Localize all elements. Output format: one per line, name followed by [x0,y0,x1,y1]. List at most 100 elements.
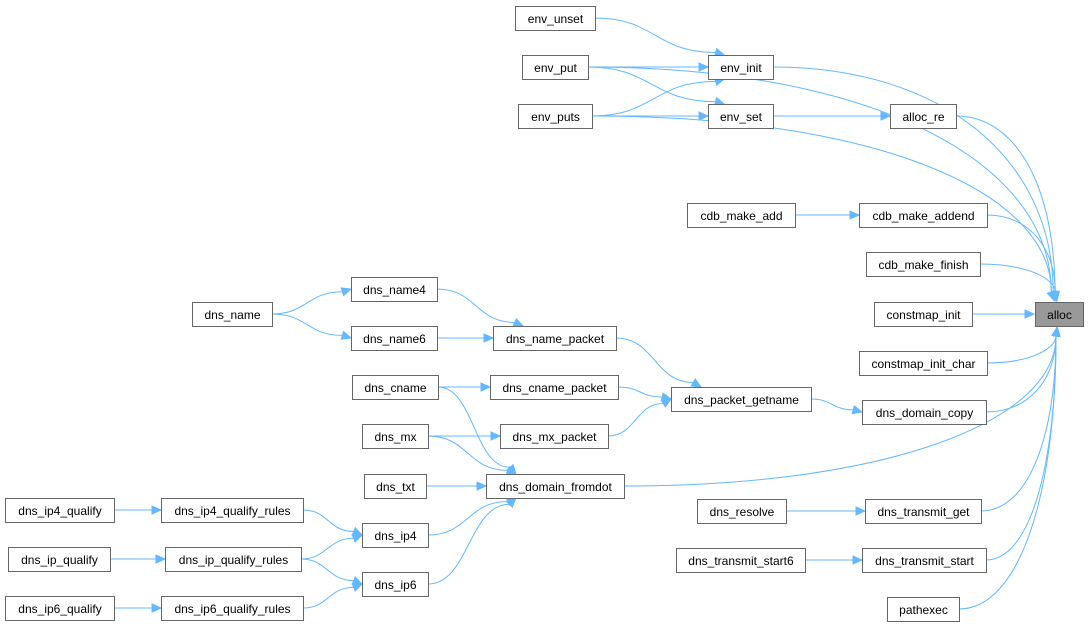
node-cdb-make-add[interactable]: cdb_make_add [687,203,796,228]
node-dns-domain-fromdot[interactable]: dns_domain_fromdot [486,474,625,499]
node-box [192,302,273,327]
edge-dns_ip6-to-dns_domain_fromdot [427,497,517,585]
node-dns-cname[interactable]: dns_cname [352,375,439,400]
node-label: dns_name6 [363,332,426,346]
node-box [165,547,302,572]
edge-dns_name-to-dns_name4 [271,287,353,315]
edge-line [437,386,510,468]
node-dns-resolve[interactable]: dns_resolve [697,499,787,524]
node-dns-ip4[interactable]: dns_ip4 [362,523,429,548]
node-label: alloc_re [902,110,944,124]
edge-constmap_init-to-alloc [972,309,1036,319]
node-dns-ip-qualify-rules[interactable]: dns_ip_qualify_rules [165,547,302,572]
edge-line [607,403,664,437]
nodes-layer: alloc env_unset env_put env_puts env_initenv… [5,6,1084,622]
node-dns-domain-copy[interactable]: dns_domain_copy [862,400,987,425]
node-box [697,499,787,524]
edge-dns_ip4_qualify-to-dns_ip4_qualify_rules [114,505,163,515]
edge-dns_name6-to-dns_name_packet [436,333,495,343]
edge-line [623,335,1057,487]
node-dns-ip6[interactable]: dns_ip6 [362,572,429,597]
node-label: dns_ip4_qualify [18,504,101,518]
edge-pathexec-to-alloc [958,325,1061,610]
edge-line [772,66,1054,293]
node-dns-transmit-start6[interactable]: dns_transmit_start6 [676,548,806,573]
node-dns-mx-packet[interactable]: dns_mx_packet [500,424,609,449]
node-dns-ip-qualify[interactable]: dns_ip_qualify [8,547,111,572]
arrowhead-icon [351,583,364,592]
node-dns-transmit-start[interactable]: dns_transmit_start [862,548,987,573]
node-label: dns_domain_fromdot [499,480,612,494]
edge-line [958,335,1057,610]
edge-dns_resolve-to-dns_transmit_get [786,506,867,516]
arrowhead-icon [880,111,892,121]
node-dns-ip6-qualify[interactable]: dns_ip6_qualify [5,596,115,621]
edge-line [302,586,354,609]
node-label: env_set [720,110,763,124]
edge-dns_ip6_qualify_rules-to-dns_ip6 [302,583,364,609]
node-env-put[interactable]: env_put [522,55,589,80]
node-env-set[interactable]: env_set [708,104,774,129]
node-label: cdb_make_addend [872,209,974,223]
node-pathexec[interactable]: pathexec [887,597,960,622]
node-alloc[interactable]: alloc [1035,302,1084,327]
node-dns-name[interactable]: dns_name [192,302,273,327]
edge-dns_name_packet-to-dns_packet_getname [615,337,703,388]
node-label: dns_name [204,308,260,322]
node-label: cdb_make_add [700,209,782,223]
node-dns-ip4-qualify-rules[interactable]: dns_ip4_qualify_rules [161,498,304,523]
edge-line [986,335,1057,364]
node-box [687,203,796,228]
edge-line [980,335,1057,512]
node-label: dns_txt [376,480,415,494]
node-dns-name-packet[interactable]: dns_name_packet [493,326,617,351]
node-dns-mx[interactable]: dns_mx [362,424,429,449]
node-cdb-make-finish[interactable]: cdb_make_finish [866,252,981,277]
node-dns-name4[interactable]: dns_name4 [351,277,438,302]
node-label: dns_ip4 [374,529,416,543]
node-box [493,326,617,351]
node-dns-cname-packet[interactable]: dns_cname_packet [490,375,619,400]
node-box [522,55,589,80]
node-box [8,547,111,572]
node-label: dns_cname [364,381,426,395]
arrowhead-icon [476,481,488,491]
node-env-init[interactable]: env_init [708,55,774,80]
node-constmap-init-char[interactable]: constmap_init_char [859,351,988,376]
edge-env_puts-to-env_init [591,76,726,117]
node-env-unset[interactable]: env_unset [515,6,596,31]
edge-dns_transmit_start-to-alloc [985,325,1061,561]
edge-cdb_make_finish-to-alloc [979,263,1060,303]
edge-cdb_make_add-to-cdb_make_addend [795,210,861,220]
arrowhead-icon [855,506,867,516]
arrowhead-icon [690,378,703,388]
edge-dns_transmit_start6-to-dns_transmit_start [805,555,864,565]
node-env-puts[interactable]: env_puts [518,104,593,129]
edge-line [300,537,354,560]
node-box [5,596,115,621]
node-dns-name6[interactable]: dns_name6 [351,326,438,351]
node-dns-ip6-qualify-rules[interactable]: dns_ip6_qualify_rules [161,596,304,621]
node-dns-packet-getname[interactable]: dns_packet_getname [671,387,812,412]
node-dns-transmit-get[interactable]: dns_transmit_get [865,499,982,524]
edge-dns_domain_copy-to-alloc [985,325,1061,413]
edge-line [986,214,1056,293]
node-box [362,572,429,597]
node-constmap-init[interactable]: constmap_init [874,302,973,327]
node-dns-ip4-qualify[interactable]: dns_ip4_qualify [5,498,115,523]
node-box [1035,302,1084,327]
node-dns-txt[interactable]: dns_txt [364,474,427,499]
node-box [364,474,427,499]
arrowhead-icon [1024,309,1036,319]
arrowhead-icon [480,382,492,392]
edge-line [979,263,1056,293]
node-cdb-make-addend[interactable]: cdb_make_addend [859,203,988,228]
edge-line [985,335,1057,561]
edge-line [436,288,515,323]
edge-line [587,66,1052,293]
edge-constmap_init_char-to-alloc [986,325,1061,364]
edge-line [302,509,354,532]
arrowhead-icon [490,431,502,441]
node-alloc-re[interactable]: alloc_re [890,104,957,129]
edge-line [300,558,354,582]
